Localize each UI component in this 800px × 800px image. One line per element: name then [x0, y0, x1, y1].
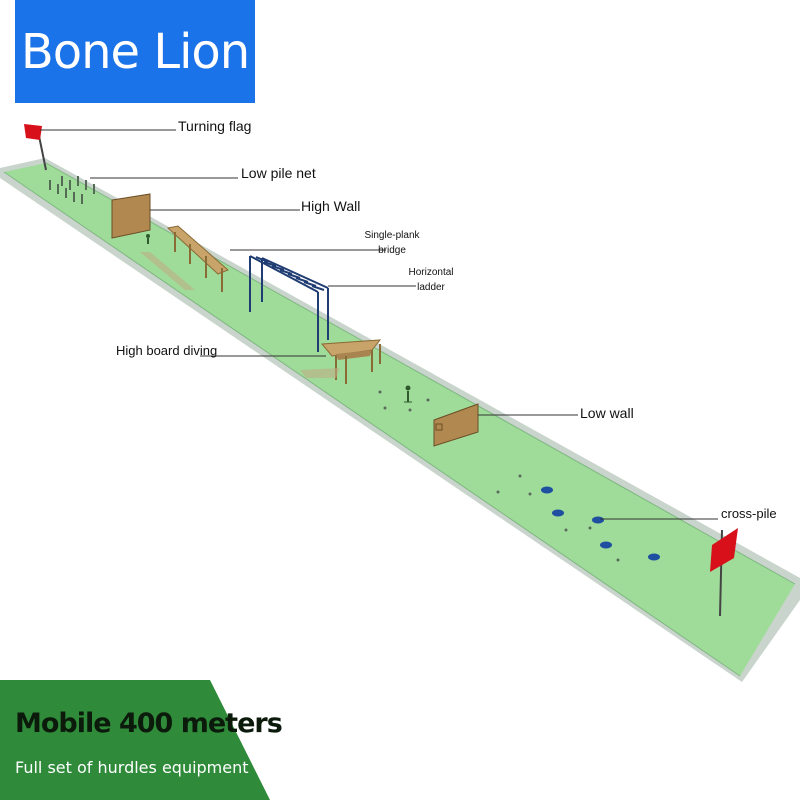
cross-piles	[541, 486, 660, 561]
footer-title: Mobile 400 meters	[15, 708, 283, 739]
label-cross-pile: cross-pile	[721, 506, 777, 521]
label-single-plank-bridge-line1: Single-plank	[364, 230, 420, 241]
label-horizontal-ladder: Horizontal ladder	[402, 265, 460, 295]
label-high-wall: High Wall	[301, 198, 361, 214]
label-horizontal-ladder-line2: ladder	[417, 282, 445, 293]
brand-banner: Bone Lion	[15, 0, 255, 103]
label-turning-flag: Turning flag	[178, 118, 252, 134]
finish-flag	[710, 528, 738, 617]
label-single-plank-bridge: Single-plank bridge	[362, 228, 422, 258]
high-board-diving	[300, 339, 382, 384]
label-horizontal-ladder-line1: Horizontal	[408, 267, 454, 278]
label-low-pile-net: Low pile net	[241, 165, 316, 181]
label-low-wall: Low wall	[580, 405, 634, 421]
horizontal-ladder	[249, 255, 329, 352]
label-high-board-diving: High board diving	[116, 343, 218, 358]
low-wall	[433, 403, 479, 447]
high-wall	[111, 193, 151, 239]
turning-flag	[24, 124, 47, 171]
footer-subtitle: Full set of hurdles equipment	[15, 758, 249, 777]
low-pile-net	[49, 176, 95, 204]
label-leaders	[40, 129, 718, 520]
course-markers	[378, 390, 620, 562]
track-surface	[4, 163, 795, 676]
label-single-plank-bridge-line2: bridge	[378, 245, 406, 256]
footer-panel	[0, 680, 270, 800]
brand-title: Bone Lion	[20, 23, 250, 80]
single-plank-bridge	[140, 225, 229, 292]
